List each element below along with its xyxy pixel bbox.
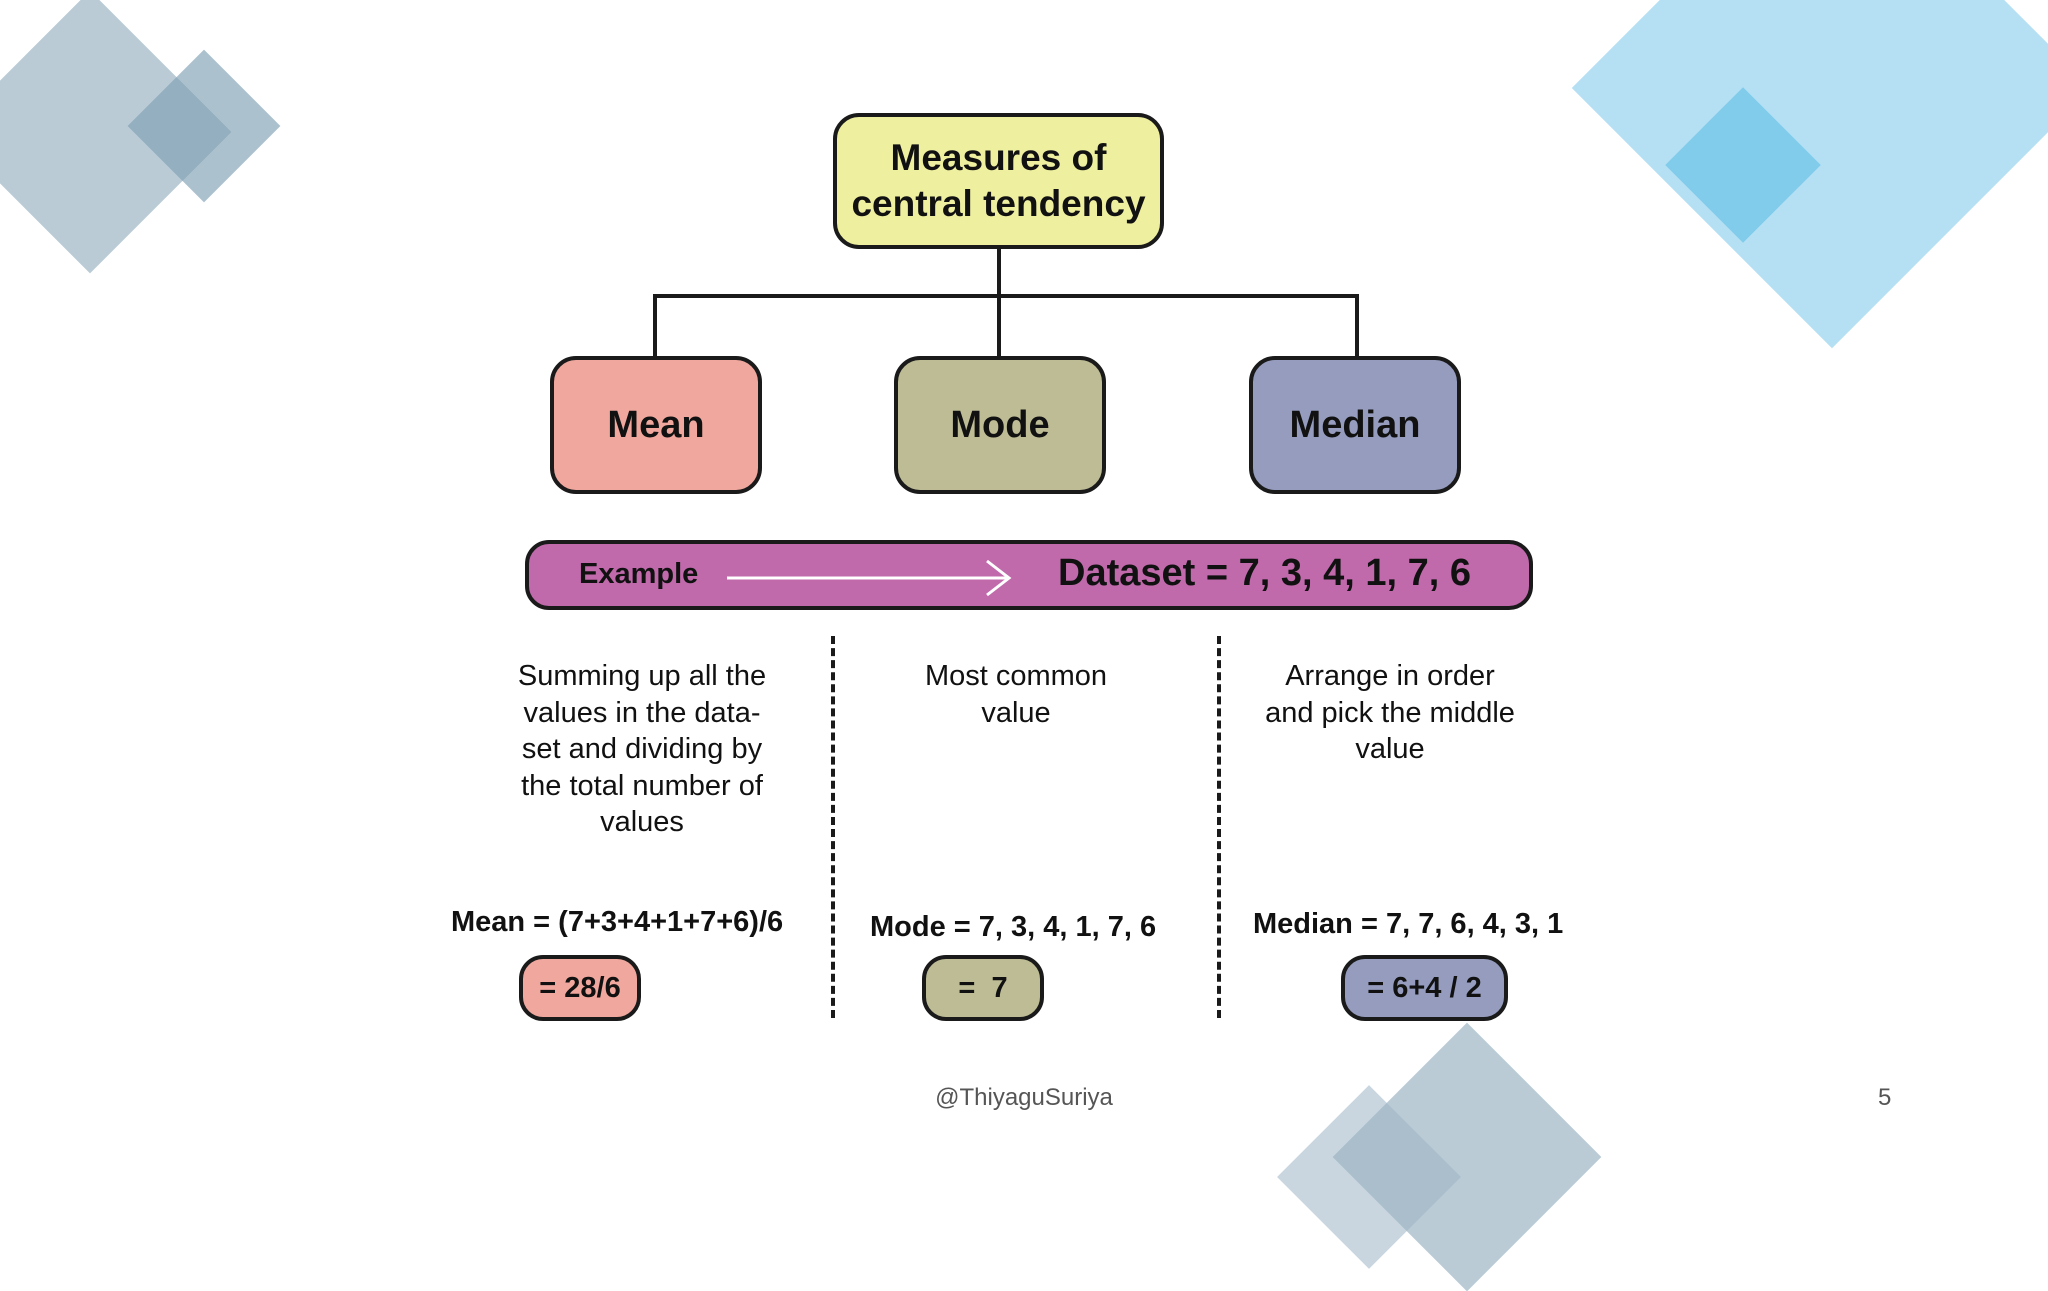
right-arrow-icon: [727, 559, 1012, 597]
footer-credit: @ThiyaguSuriya: [935, 1084, 1113, 1111]
connector-mode: [997, 294, 1001, 356]
divider-left: [831, 636, 835, 1018]
connector-median: [1355, 294, 1359, 356]
median-result: = 6+4 / 2: [1341, 955, 1508, 1021]
connector-root-stem: [997, 249, 1001, 296]
page-number: 5: [1878, 1084, 1892, 1111]
mean-formula: Mean = (7+3+4+1+7+6)/6: [451, 906, 784, 938]
dataset-text: Dataset = 7, 3, 4, 1, 7, 6: [1058, 552, 1471, 594]
mode-formula: Mode = 7, 3, 4, 1, 7, 6: [870, 911, 1157, 943]
root-node: Measures of central tendency: [833, 113, 1164, 249]
node-mode: Mode: [894, 356, 1106, 494]
connector-horizontal: [653, 294, 1359, 298]
divider-right: [1217, 636, 1221, 1018]
median-description: Arrange in order and pick the middle val…: [1265, 660, 1515, 765]
node-median: Median: [1249, 356, 1461, 494]
example-label: Example: [579, 558, 699, 590]
example-banner: Example Dataset = 7, 3, 4, 1, 7, 6: [525, 540, 1533, 610]
connector-mean: [653, 294, 657, 356]
mean-description: Summing up all the values in the data- s…: [517, 660, 767, 838]
node-mean: Mean: [550, 356, 762, 494]
mode-result: = 7: [922, 955, 1044, 1021]
mean-result: = 28/6: [519, 955, 641, 1021]
mode-description: Most common value: [924, 660, 1108, 729]
median-formula: Median = 7, 7, 6, 4, 3, 1: [1253, 908, 1564, 940]
